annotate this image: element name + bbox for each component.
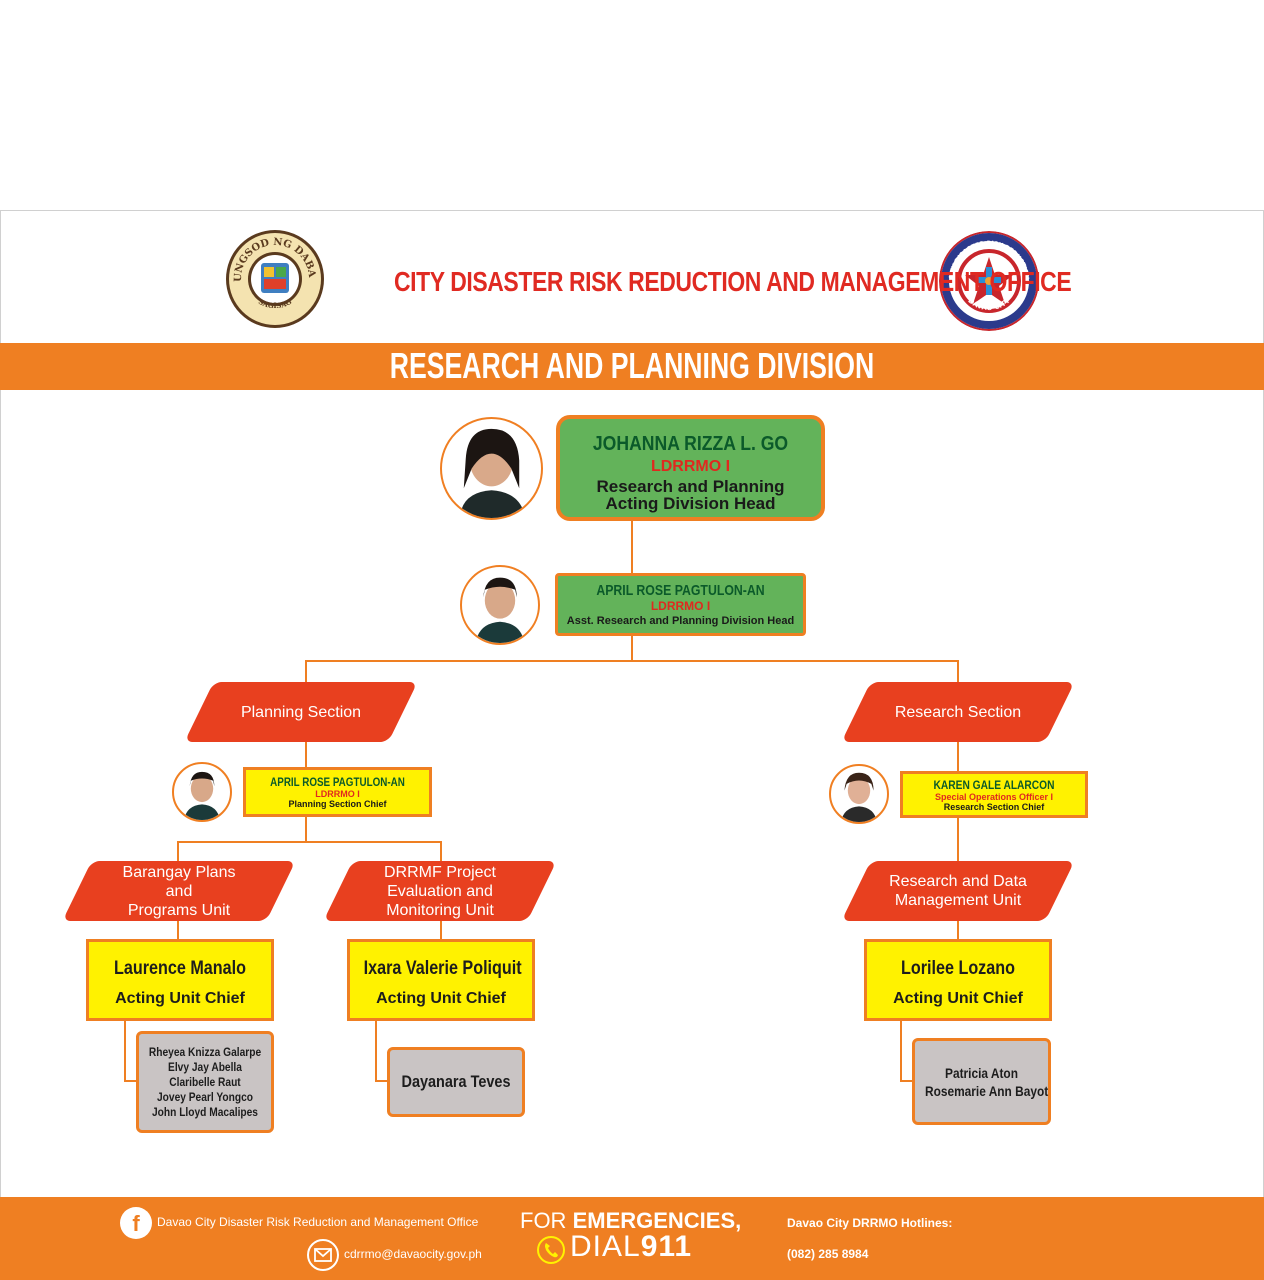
unit-head-role-barangay: Acting Unit Chief [115,990,245,1007]
member-name: Patricia Aton [945,1064,1018,1081]
connector-unit-label-head-1 [177,920,179,940]
unit-head-name-barangay: Laurence Manalo [114,958,246,979]
connector-planning-units [305,816,307,842]
svg-text:SAGISAG: SAGISAG [257,297,293,310]
division-head-role-line2: Acting Division Head [605,494,776,513]
division-banner [0,343,1264,390]
connector-unit-research [957,818,959,861]
connector-research-section [957,660,959,684]
division-head-name: JOHANNA RIZZA L. GO [592,433,789,455]
connector-members-3 [900,1020,902,1082]
connector-members-1 [124,1020,126,1082]
connector-unit-barangay [177,841,179,861]
dial-number: 911 [640,1230,693,1263]
connector-members-3h [900,1080,914,1082]
research-chief-name: KAREN GALE ALARCON [933,778,1055,792]
division-head-role-line1: Research and Planning [596,477,785,496]
unit-head-card-drrmf: Ixara Valerie Poliquit Acting Unit Chief [347,939,535,1021]
members-card-barangay: Rheyea Knizza Galarpe Elvy Jay Abella Cl… [136,1031,274,1133]
research-section-label: Research Section [894,703,1022,721]
members-card-research-data: Patricia Aton Rosemarie Ann Bayot [912,1038,1051,1125]
unit-label-drrmf-line2: Evaluation and [387,882,493,900]
connector-unit-label-head-2 [440,920,442,940]
research-chief-role: Research Section Chief [943,802,1045,812]
dial-prefix: DIAL [570,1230,641,1263]
unit-label-research-line1: Research and Data [889,873,1027,890]
footer-hotline-number[interactable]: (082) 285 8984 [787,1247,869,1261]
unit-label-barangay-line3: Programs Unit [127,901,231,919]
unit-label-research-line2: Management Unit [894,892,1022,909]
unit-label-barangay: Barangay Plans and Programs Unit [77,861,281,921]
unit-label-research-data: Research and Data Management Unit [856,861,1060,921]
member-name: Claribelle Raut [169,1074,241,1089]
member-name: John Lloyd Macalipes [151,1104,258,1119]
connector-assistant-down [631,636,633,661]
division-head-card: JOHANNA RIZZA L. GO LDRRMO I Research an… [556,415,825,521]
planning-chief-role: Planning Section Chief [288,799,387,809]
unit-head-card-research-data: Lorilee Lozano Acting Unit Chief [864,939,1052,1021]
emergency-prefix: FOR [520,1208,573,1233]
avatar-assistant-head [460,565,540,645]
unit-head-card-barangay: Laurence Manalo Acting Unit Chief [86,939,274,1021]
unit-label-barangay-line2: and [165,882,193,900]
members-card-drrmf: Dayanara Teves [387,1047,525,1117]
division-title: RESEARCH AND PLANNING DIVISION [389,345,875,386]
avatar-planning-chief [172,762,232,822]
connector-sections-horizontal [305,660,959,662]
connector-head-assistant [631,520,633,573]
member-name: Elvy Jay Abella [168,1059,242,1074]
member-name: Jovey Pearl Yongco [156,1089,253,1104]
planning-chief-position: LDRRMO I [315,789,360,799]
member-name: Rosemarie Ann Bayot [924,1082,1049,1099]
member-name: Rheyea Knizza Galarpe [148,1044,262,1059]
planning-chief-card: APRIL ROSE PAGTULON-AN LDRRMO I Planning… [243,767,432,817]
footer-hotlines-label: Davao City DRRMO Hotlines: [787,1216,953,1230]
planning-section-label: Planning Section [240,703,362,721]
unit-label-drrmf: DRRMF Project Evaluation and Monitoring … [338,861,542,921]
connector-unit-label-head-3 [957,920,959,940]
assistant-head-name: APRIL ROSE PAGTULON-AN [596,582,765,599]
cdrrmo-seal-logo: CITY DISASTER RISK REDUCTION DAVAO CITY [939,231,1039,331]
assistant-head-card: APRIL ROSE PAGTULON-AN LDRRMO I Asst. Re… [555,573,806,636]
city-seal-logo: LUNGSOD NG DABAW SAGISAG [225,229,324,328]
connector-members-1h [124,1080,138,1082]
unit-label-drrmf-line1: DRRMF Project [383,863,496,881]
unit-label-drrmf-line3: Monitoring Unit [386,901,494,919]
unit-label-barangay-line1: Barangay Plans [122,863,236,881]
unit-head-name-drrmf: Ixara Valerie Poliquit [363,958,522,979]
connector-planning-section [305,660,307,684]
avatar-division-head [440,417,543,520]
division-head-position: LDRRMO I [650,458,731,475]
avatar-research-chief [829,764,889,824]
footer-emergency-text: FOR EMERGENCIES, [520,1208,741,1234]
mail-icon[interactable] [306,1238,340,1272]
connector-unit-drrmf [440,841,442,861]
member-name: Dayanara Teves [401,1072,511,1091]
connector-members-2h [375,1080,389,1082]
phone-icon [537,1236,565,1264]
unit-head-name-research-data: Lorilee Lozano [901,958,1015,979]
unit-head-role-research-data: Acting Unit Chief [893,990,1023,1007]
research-chief-position: Special Operations Officer I [934,792,1054,802]
footer-facebook-text[interactable]: Davao City Disaster Risk Reduction and M… [157,1215,479,1229]
footer-bar [0,1197,1264,1280]
planning-chief-name: APRIL ROSE PAGTULON-AN [270,775,405,789]
research-chief-card: KAREN GALE ALARCON Special Operations Of… [900,771,1088,818]
connector-planning-units-horizontal [177,841,442,843]
assistant-head-role: Asst. Research and Planning Division Hea… [566,615,795,627]
assistant-head-position: LDRRMO I [650,599,711,613]
footer-dial-text: DIAL911 [570,1230,692,1264]
footer-email-text[interactable]: cdrrmo@davaocity.gov.ph [344,1247,482,1261]
connector-research-chief [957,742,959,771]
emergency-word: EMERGENCIES, [572,1208,742,1233]
facebook-icon[interactable]: f [120,1207,152,1239]
unit-head-role-drrmf: Acting Unit Chief [376,990,506,1007]
connector-planning-chief [305,742,307,767]
office-title: CITY DISASTER RISK REDUCTION AND MANAGEM… [394,266,1072,297]
connector-members-2 [375,1020,377,1082]
